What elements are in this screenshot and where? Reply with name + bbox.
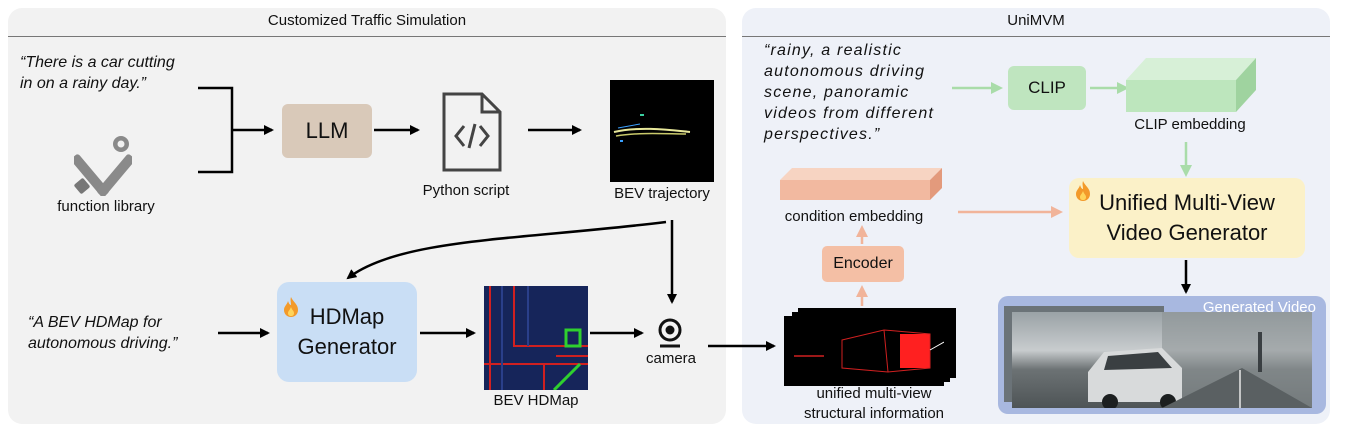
generated-video-title: Generated Video <box>1202 299 1316 316</box>
fire-icon <box>284 297 298 317</box>
generated-video-panel: Generated Video <box>998 296 1326 414</box>
clip-embedding-label: CLIP embedding <box>1134 116 1246 133</box>
unified-generator-box: Unified Multi-View Video Generator <box>1069 178 1305 258</box>
code-file-icon <box>442 92 502 172</box>
hdmap-generator-box: HDMap Generator <box>277 282 417 382</box>
3d-box-projection <box>794 329 945 373</box>
hdmap-lines <box>484 286 588 392</box>
quote-scenario: “There is a car cutting in on a rainy da… <box>20 54 175 92</box>
quote-hdmap: “A BEV HDMap for autonomous driving.” <box>28 314 178 352</box>
function-library-label: function library <box>57 198 155 215</box>
panel-divider <box>8 36 726 37</box>
panel-title: Customized Traffic Simulation <box>267 12 467 29</box>
fire-icon <box>1076 181 1090 201</box>
panel-divider <box>742 36 1330 37</box>
quote-prompt: “rainy, a realistic autonomous driving s… <box>764 42 935 143</box>
camera-label: camera <box>645 350 697 367</box>
trajectory-lines <box>613 114 691 142</box>
video-frame-front <box>1012 312 1312 410</box>
bev-trajectory-label: BEV trajectory <box>614 185 710 202</box>
video-scene <box>1088 312 1312 410</box>
llm-box: LLM <box>282 104 372 158</box>
python-script-label: Python script <box>422 182 510 199</box>
clip-embedding-slab <box>1126 58 1256 112</box>
arrow-trajectory-to-hdmap-generator <box>346 220 667 280</box>
condition-embedding-slab <box>780 168 942 200</box>
hdmap-generator-label: HDMap Generator <box>297 304 397 359</box>
clip-box: CLIP <box>1008 66 1086 110</box>
structural-info-label: unified multi-view structural informatio… <box>803 385 945 422</box>
unified-generator-label: Unified Multi-View Video Generator <box>1099 190 1275 245</box>
bev-hdmap-image <box>484 286 588 392</box>
encoder-box: Encoder <box>822 246 904 282</box>
camera-icon <box>658 318 682 348</box>
bev-trajectory-image <box>610 80 714 182</box>
tools-icon <box>74 136 132 196</box>
structural-info-stack <box>784 308 964 386</box>
panel-title: UniMVM <box>1007 12 1065 29</box>
condition-embedding-label: condition embedding <box>784 208 924 225</box>
bev-hdmap-label: BEV HDMap <box>493 392 579 409</box>
stack-frame-front <box>784 316 945 386</box>
merge-bracket <box>198 86 272 174</box>
